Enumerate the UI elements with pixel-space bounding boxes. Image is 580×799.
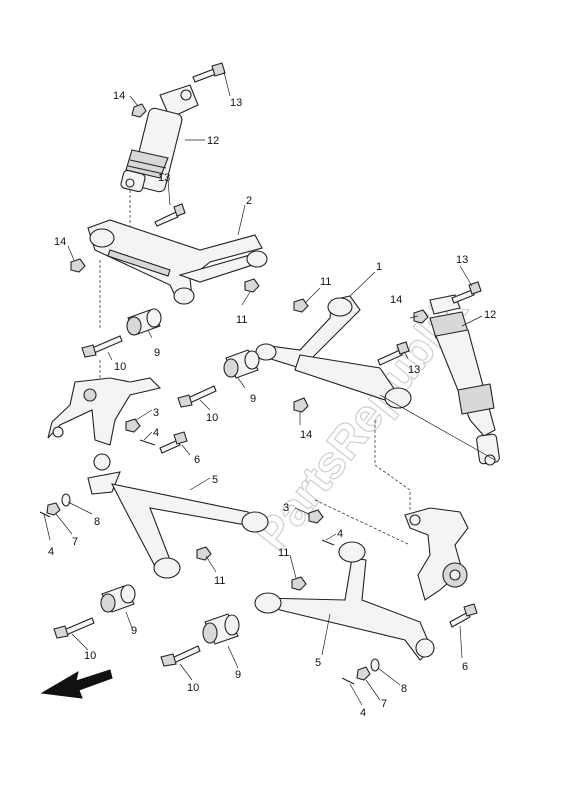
callout-9: 9 [131,625,137,637]
leader-lines [43,71,483,706]
bolt-10-upper-right [177,385,217,408]
callout-2: 2 [246,195,252,207]
callout-8: 8 [401,683,407,695]
bolt-10-lower-left [53,617,95,639]
nut-3-left [125,418,141,433]
callout-11: 11 [320,276,331,288]
callout-11: 11 [214,575,225,587]
callout-1: 1 [376,261,382,273]
callout-11: 11 [236,314,247,326]
nut-14-right-lower [293,397,309,413]
cotter-pin-4-left [139,439,156,446]
bolt-10-upper-left [81,335,123,358]
callout-14: 14 [54,236,66,248]
callout-3: 3 [283,502,289,514]
nut-11-right-upper [293,298,309,313]
shock-absorber-left [120,84,199,193]
callout-4: 4 [360,707,366,719]
callout-10: 10 [84,650,96,662]
bolt-6-right [449,603,478,628]
bushing-9-lower-right [202,613,240,645]
callout-9: 9 [250,393,256,405]
bolt-13-right-top [451,281,482,304]
bushing-9-lower-left [100,584,136,613]
callout-13: 13 [158,172,170,184]
bolt-6-left [159,431,188,454]
bushing-9-upper-left [126,308,162,336]
knuckle-left [47,377,162,446]
callout-14: 14 [113,90,125,102]
bushing-9-upper-right [223,349,260,379]
nut-14-top-left [131,103,147,118]
callout-13: 13 [230,97,242,109]
callout-6: 6 [194,454,200,466]
callout-9: 9 [154,347,160,359]
nut-14-left [70,258,86,273]
callout-14: 14 [300,429,312,441]
callout-4: 4 [153,427,159,439]
nut-11-left-arm [244,278,260,293]
callout-7: 7 [381,698,387,710]
washer-parts-left [39,493,71,518]
callout-8: 8 [94,516,100,528]
upper-arm-right [255,295,412,409]
nut-11-lower-left [196,546,212,561]
front-direction-arrow-icon [40,669,113,699]
washer-parts-right [341,658,380,685]
shock-absorber-right [429,294,500,466]
upper-arm-left [87,219,268,305]
callout-5: 5 [212,474,218,486]
callout-labels: 14 13 12 13 2 14 11 10 9 1 11 13 14 12 1… [48,90,496,719]
callout-12: 12 [484,309,496,321]
bolt-13-mid-left [154,203,186,227]
callout-5: 5 [315,657,321,669]
bolt-13-top-left [192,62,226,83]
nut-11-lower-right [291,576,307,591]
ball-joint-left [87,453,121,495]
callout-12: 12 [207,135,219,147]
callout-13: 13 [408,364,420,376]
callout-10: 10 [114,361,126,373]
callout-11: 11 [278,547,289,559]
callout-6: 6 [462,661,468,673]
lower-arm-left [110,483,269,579]
nut-3-right [308,509,324,524]
cotter-pin-4-right [321,539,335,546]
callout-3: 3 [153,407,159,419]
callout-10: 10 [187,682,199,694]
callout-7: 7 [72,536,78,548]
nut-14-right-top [413,309,429,324]
lower-arm-right [254,541,435,661]
bolt-13-right-mid [377,341,410,366]
callout-4: 4 [337,528,343,540]
callout-9: 9 [235,669,241,681]
knuckle-right [404,507,469,601]
callout-4: 4 [48,546,54,558]
callout-14: 14 [390,294,402,306]
callout-10: 10 [206,412,218,424]
bolt-10-lower-right [160,645,201,667]
callout-13: 13 [456,254,468,266]
